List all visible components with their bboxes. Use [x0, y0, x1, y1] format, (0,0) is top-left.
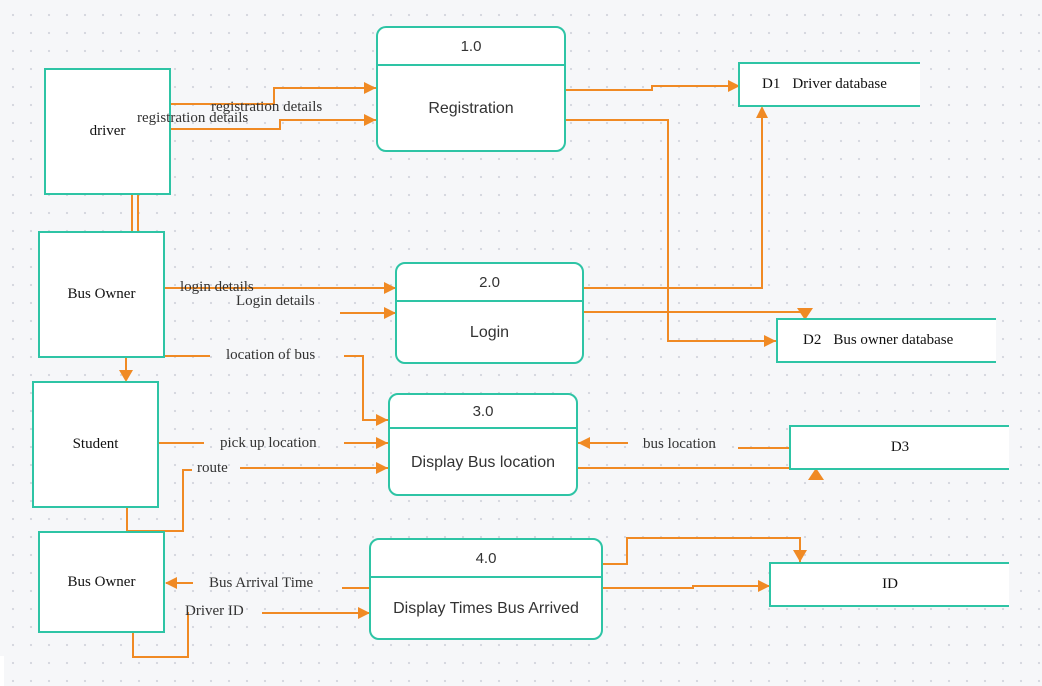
corner-edge [0, 656, 4, 686]
store-d2-id: D2 [803, 332, 822, 348]
arrowhead-d3-bottom [808, 468, 824, 480]
store-id-name: ID [882, 576, 898, 592]
flow-login-d1 [583, 108, 763, 289]
process-registration-id: 1.0 [378, 28, 564, 66]
entity-bus-owner-top: Bus Owner [38, 231, 165, 358]
store-d1-id: D1 [762, 76, 781, 92]
flow-label-driver-id: Driver ID [185, 603, 244, 619]
process-registration-name: Registration [428, 100, 514, 117]
arrowhead-busowner-arrival [165, 577, 177, 589]
entity-driver-label: driver [89, 123, 126, 139]
process-display-times-bus-arrived: 4.0 Display Times Bus Arrived [369, 538, 603, 640]
flow-registration-d1 [566, 85, 740, 91]
store-d3-id: D3 [890, 439, 910, 455]
entity-driver: driver [44, 68, 171, 195]
flow-label-login-details-upper: Login details [236, 293, 315, 309]
process-display-times-bus-arrived-name: Display Times Bus Arrived [393, 600, 579, 617]
arrowhead-p3-bus-location [578, 437, 590, 449]
arrowhead-login-upper [384, 282, 396, 294]
arrowhead-d1-bottom [756, 106, 768, 118]
process-login: 2.0 Login [395, 262, 584, 364]
arrowhead-login-lower [384, 307, 396, 319]
flow-driver-registration-upper [170, 87, 376, 105]
flow-label-login-details-lower: login details [180, 279, 254, 295]
store-d1-driver-database: D1 Driver database [738, 62, 920, 107]
arrowhead-d1-left [728, 80, 740, 92]
store-id: ID [769, 562, 1009, 607]
store-d1-name: Driver database [792, 76, 887, 92]
process-display-bus-location-name: Display Bus location [410, 453, 556, 471]
flow-driver-registration-lower [170, 119, 376, 130]
arrowhead-student-top [119, 370, 133, 382]
arrowhead-p3-route [376, 462, 388, 474]
flow-route-busowner [126, 469, 192, 532]
flow-label-location-of-bus: location of bus [226, 347, 316, 363]
entity-bus-owner-bottom: Bus Owner [38, 531, 165, 633]
store-d2-name: Bus owner database [833, 332, 954, 348]
flow-p3-d3 [578, 467, 817, 472]
entity-student-label: Student [72, 436, 119, 452]
flow-registration-d2 [566, 119, 776, 342]
arrowhead-registration-lower [364, 114, 376, 126]
process-registration: 1.0 Registration [376, 26, 566, 152]
store-d3: D3 [789, 425, 1009, 470]
process-display-bus-location: 3.0 Display Bus location [388, 393, 578, 496]
process-display-bus-location-id: 3.0 [390, 395, 576, 429]
flow-label-pick-up-location: pick up location [220, 435, 317, 451]
entity-bus-owner-top-label: Bus Owner [67, 286, 136, 302]
flow-label-route: route [197, 460, 228, 476]
flow-driver-busowner-link [137, 195, 396, 289]
flow-location-of-bus-p3 [344, 355, 388, 421]
flow-p4-id-upper [603, 537, 801, 565]
arrowhead-p4-driverid [358, 607, 370, 619]
arrowhead-id-left [758, 580, 770, 592]
flow-p4-id [603, 585, 770, 589]
flow-login-d2 [583, 311, 806, 319]
flow-label-bus-arrival-time: Bus Arrival Time [209, 575, 314, 591]
arrowhead-d2-top [797, 308, 813, 320]
flow-label-registration-details-lower: registration details [137, 110, 249, 126]
process-login-id: 2.0 [397, 264, 582, 302]
arrowhead-p3-location [376, 414, 388, 426]
process-login-name: Login [469, 324, 510, 341]
flow-busowner-driverid [132, 612, 189, 658]
arrowhead-id-top [793, 550, 807, 562]
flow-label-registration-details-upper: registration details [211, 99, 323, 115]
arrowhead-d2-left [764, 335, 776, 347]
arrowhead-registration-upper [364, 82, 376, 94]
process-display-times-bus-arrived-id: 4.0 [371, 540, 601, 578]
store-d2-bus-owner-database: D2 Bus owner database [776, 318, 996, 363]
arrowhead-p3-pickup [376, 437, 388, 449]
entity-bus-owner-bottom-label: Bus Owner [67, 573, 136, 590]
entity-student: Student [32, 381, 159, 508]
flow-label-bus-location: bus location [643, 436, 716, 452]
